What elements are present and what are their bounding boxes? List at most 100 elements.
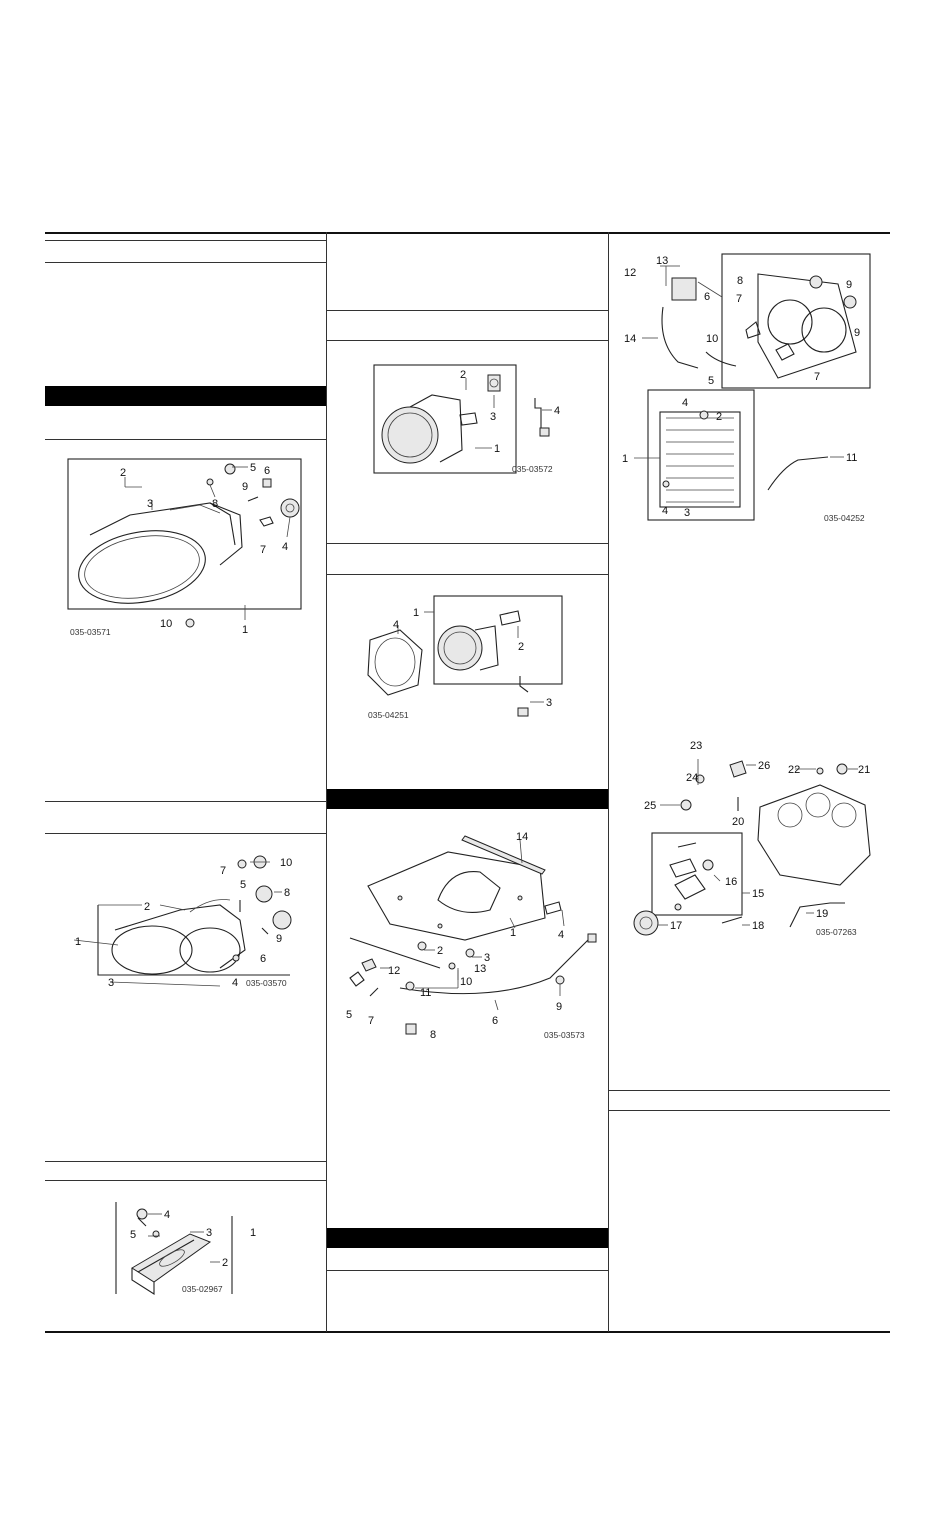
fog-lamp-callout-3: 3 <box>490 411 496 423</box>
radiator-core <box>659 410 741 508</box>
headlamp-callout-10: 10 <box>160 618 172 630</box>
driving-lamp-figure-code: 035-04251 <box>368 710 409 720</box>
radiator-callout-1: 1 <box>622 453 628 465</box>
col2-rule <box>327 340 608 341</box>
col2-rule <box>327 574 608 575</box>
section-band <box>45 386 326 406</box>
hood-callout-9: 9 <box>556 1001 562 1013</box>
fog-lamp-diagram: 2 3 4 1 035-03572 <box>373 364 560 474</box>
hood-callout-13: 13 <box>474 963 486 975</box>
headlamp-callout-3: 3 <box>147 498 153 510</box>
hood-panel <box>367 835 546 941</box>
radiator-figure-code: 035-04252 <box>824 513 865 523</box>
license-lamp-callout-2: 2 <box>222 1257 228 1269</box>
engine-callout-19: 19 <box>816 908 828 920</box>
headlamp-callout-7: 7 <box>260 544 266 556</box>
radiator-callout-5: 5 <box>708 375 714 387</box>
headlamp-callout-4: 4 <box>282 541 288 553</box>
headlamp-callout-5: 5 <box>250 462 256 474</box>
combination-lamp-callout-1: 1 <box>75 936 81 948</box>
engine-callout-17: 17 <box>670 920 682 932</box>
combination-lamp-callout-4: 4 <box>232 977 238 989</box>
driving-lamp-diagram: 1 4 2 3 035-04251 <box>367 595 563 720</box>
hood-callout-10: 10 <box>460 976 472 988</box>
combination-lamp-callout-10: 10 <box>280 857 292 869</box>
headlamp-callout-1: 1 <box>242 624 248 636</box>
col2-rule <box>327 543 608 544</box>
hood-callout-7: 7 <box>368 1015 374 1027</box>
hood-figure-code: 035-03573 <box>544 1030 585 1040</box>
license-lamp-figure-code: 035-02967 <box>182 1284 223 1294</box>
engine-callout-26: 26 <box>758 760 770 772</box>
radiator-callout-12: 12 <box>624 267 636 279</box>
combination-lamp-body <box>111 899 246 975</box>
col3-rule <box>609 1090 890 1091</box>
engine-callout-22: 22 <box>788 764 800 776</box>
radiator-callout-4b: 4 <box>662 505 668 517</box>
license-lamp-callout-5: 5 <box>130 1229 136 1241</box>
column-divider-2 <box>608 232 609 1332</box>
fog-lamp-callout-4: 4 <box>554 405 560 417</box>
col1-rule <box>45 240 326 241</box>
column-divider-1 <box>326 232 327 1332</box>
radiator-callout-10: 10 <box>706 333 718 345</box>
radiator-callout-9: 9 <box>846 279 852 291</box>
hood-callout-6: 6 <box>492 1015 498 1027</box>
col1-rule <box>45 262 326 263</box>
driving-lamp-callout-2: 2 <box>518 641 524 653</box>
headlamp-callout-9: 9 <box>242 481 248 493</box>
col1-rule <box>45 439 326 440</box>
headlamp-figure-code: 035-03571 <box>70 627 111 637</box>
combination-lamp-diagram: 7 10 5 8 2 1 6 9 4 3 035-03570 <box>73 855 292 989</box>
license-lamp-diagram: 4 5 3 2 1 035-02967 <box>115 1202 256 1296</box>
col1-rule <box>45 801 326 802</box>
radiator-callout-8: 8 <box>737 275 743 287</box>
section-band <box>327 1228 608 1248</box>
engine-callout-15: 15 <box>752 888 764 900</box>
radiator-callout-6: 6 <box>704 291 710 303</box>
hood-callout-3: 3 <box>484 952 490 964</box>
headlamp-callout-6: 6 <box>264 465 270 477</box>
col3-rule <box>609 1110 890 1111</box>
combination-lamp-callout-3: 3 <box>108 977 114 989</box>
col1-rule <box>45 1180 326 1181</box>
fog-lamp-callout-1: 1 <box>494 443 500 455</box>
col1-rule <box>45 1161 326 1162</box>
section-band <box>327 789 608 809</box>
engine-callout-23: 23 <box>690 740 702 752</box>
driving-lamp-callout-4: 4 <box>393 619 399 631</box>
combination-lamp-callout-9: 9 <box>276 933 282 945</box>
col1-rule <box>45 833 326 834</box>
license-lamp-callout-3: 3 <box>206 1227 212 1239</box>
catalog-page <box>45 232 890 1333</box>
combination-lamp-figure-code: 035-03570 <box>246 978 287 988</box>
engine-callout-20: 20 <box>732 816 744 828</box>
hood-callout-1: 1 <box>510 927 516 939</box>
radiator-diagram: 13 12 8 9 6 7 9 14 10 5 7 4 2 1 11 4 3 0… <box>622 253 871 523</box>
engine-callout-16: 16 <box>725 876 737 888</box>
combination-lamp-callout-7: 7 <box>220 865 226 877</box>
headlamp-lens <box>78 502 243 604</box>
engine-callout-21: 21 <box>858 764 870 776</box>
engine-figure-code: 035-07263 <box>816 927 857 937</box>
radiator-callout-4: 4 <box>682 397 688 409</box>
hood-callout-5: 5 <box>346 1009 352 1021</box>
combination-lamp-callout-8: 8 <box>284 887 290 899</box>
fog-lamp-figure-code: 035-03572 <box>512 464 553 474</box>
hood-callout-2: 2 <box>437 945 443 957</box>
radiator-callout-9b: 9 <box>854 327 860 339</box>
radiator-callout-11: 11 <box>846 452 857 464</box>
fan-shroud <box>745 273 857 379</box>
radiator-callout-14: 14 <box>624 333 636 345</box>
radiator-callout-3: 3 <box>684 507 690 519</box>
headlamp-bulb-parts <box>206 463 300 527</box>
col2-rule <box>327 310 608 311</box>
headlamp-callout-8: 8 <box>212 498 218 510</box>
combination-lamp-callout-2: 2 <box>144 901 150 913</box>
hood-callout-11: 11 <box>420 987 431 999</box>
engine-block <box>757 784 871 886</box>
hood-callout-4: 4 <box>558 929 564 941</box>
engine-callout-18: 18 <box>752 920 764 932</box>
license-lamp-callout-1: 1 <box>250 1227 256 1239</box>
headlamp-callout-2: 2 <box>120 467 126 479</box>
